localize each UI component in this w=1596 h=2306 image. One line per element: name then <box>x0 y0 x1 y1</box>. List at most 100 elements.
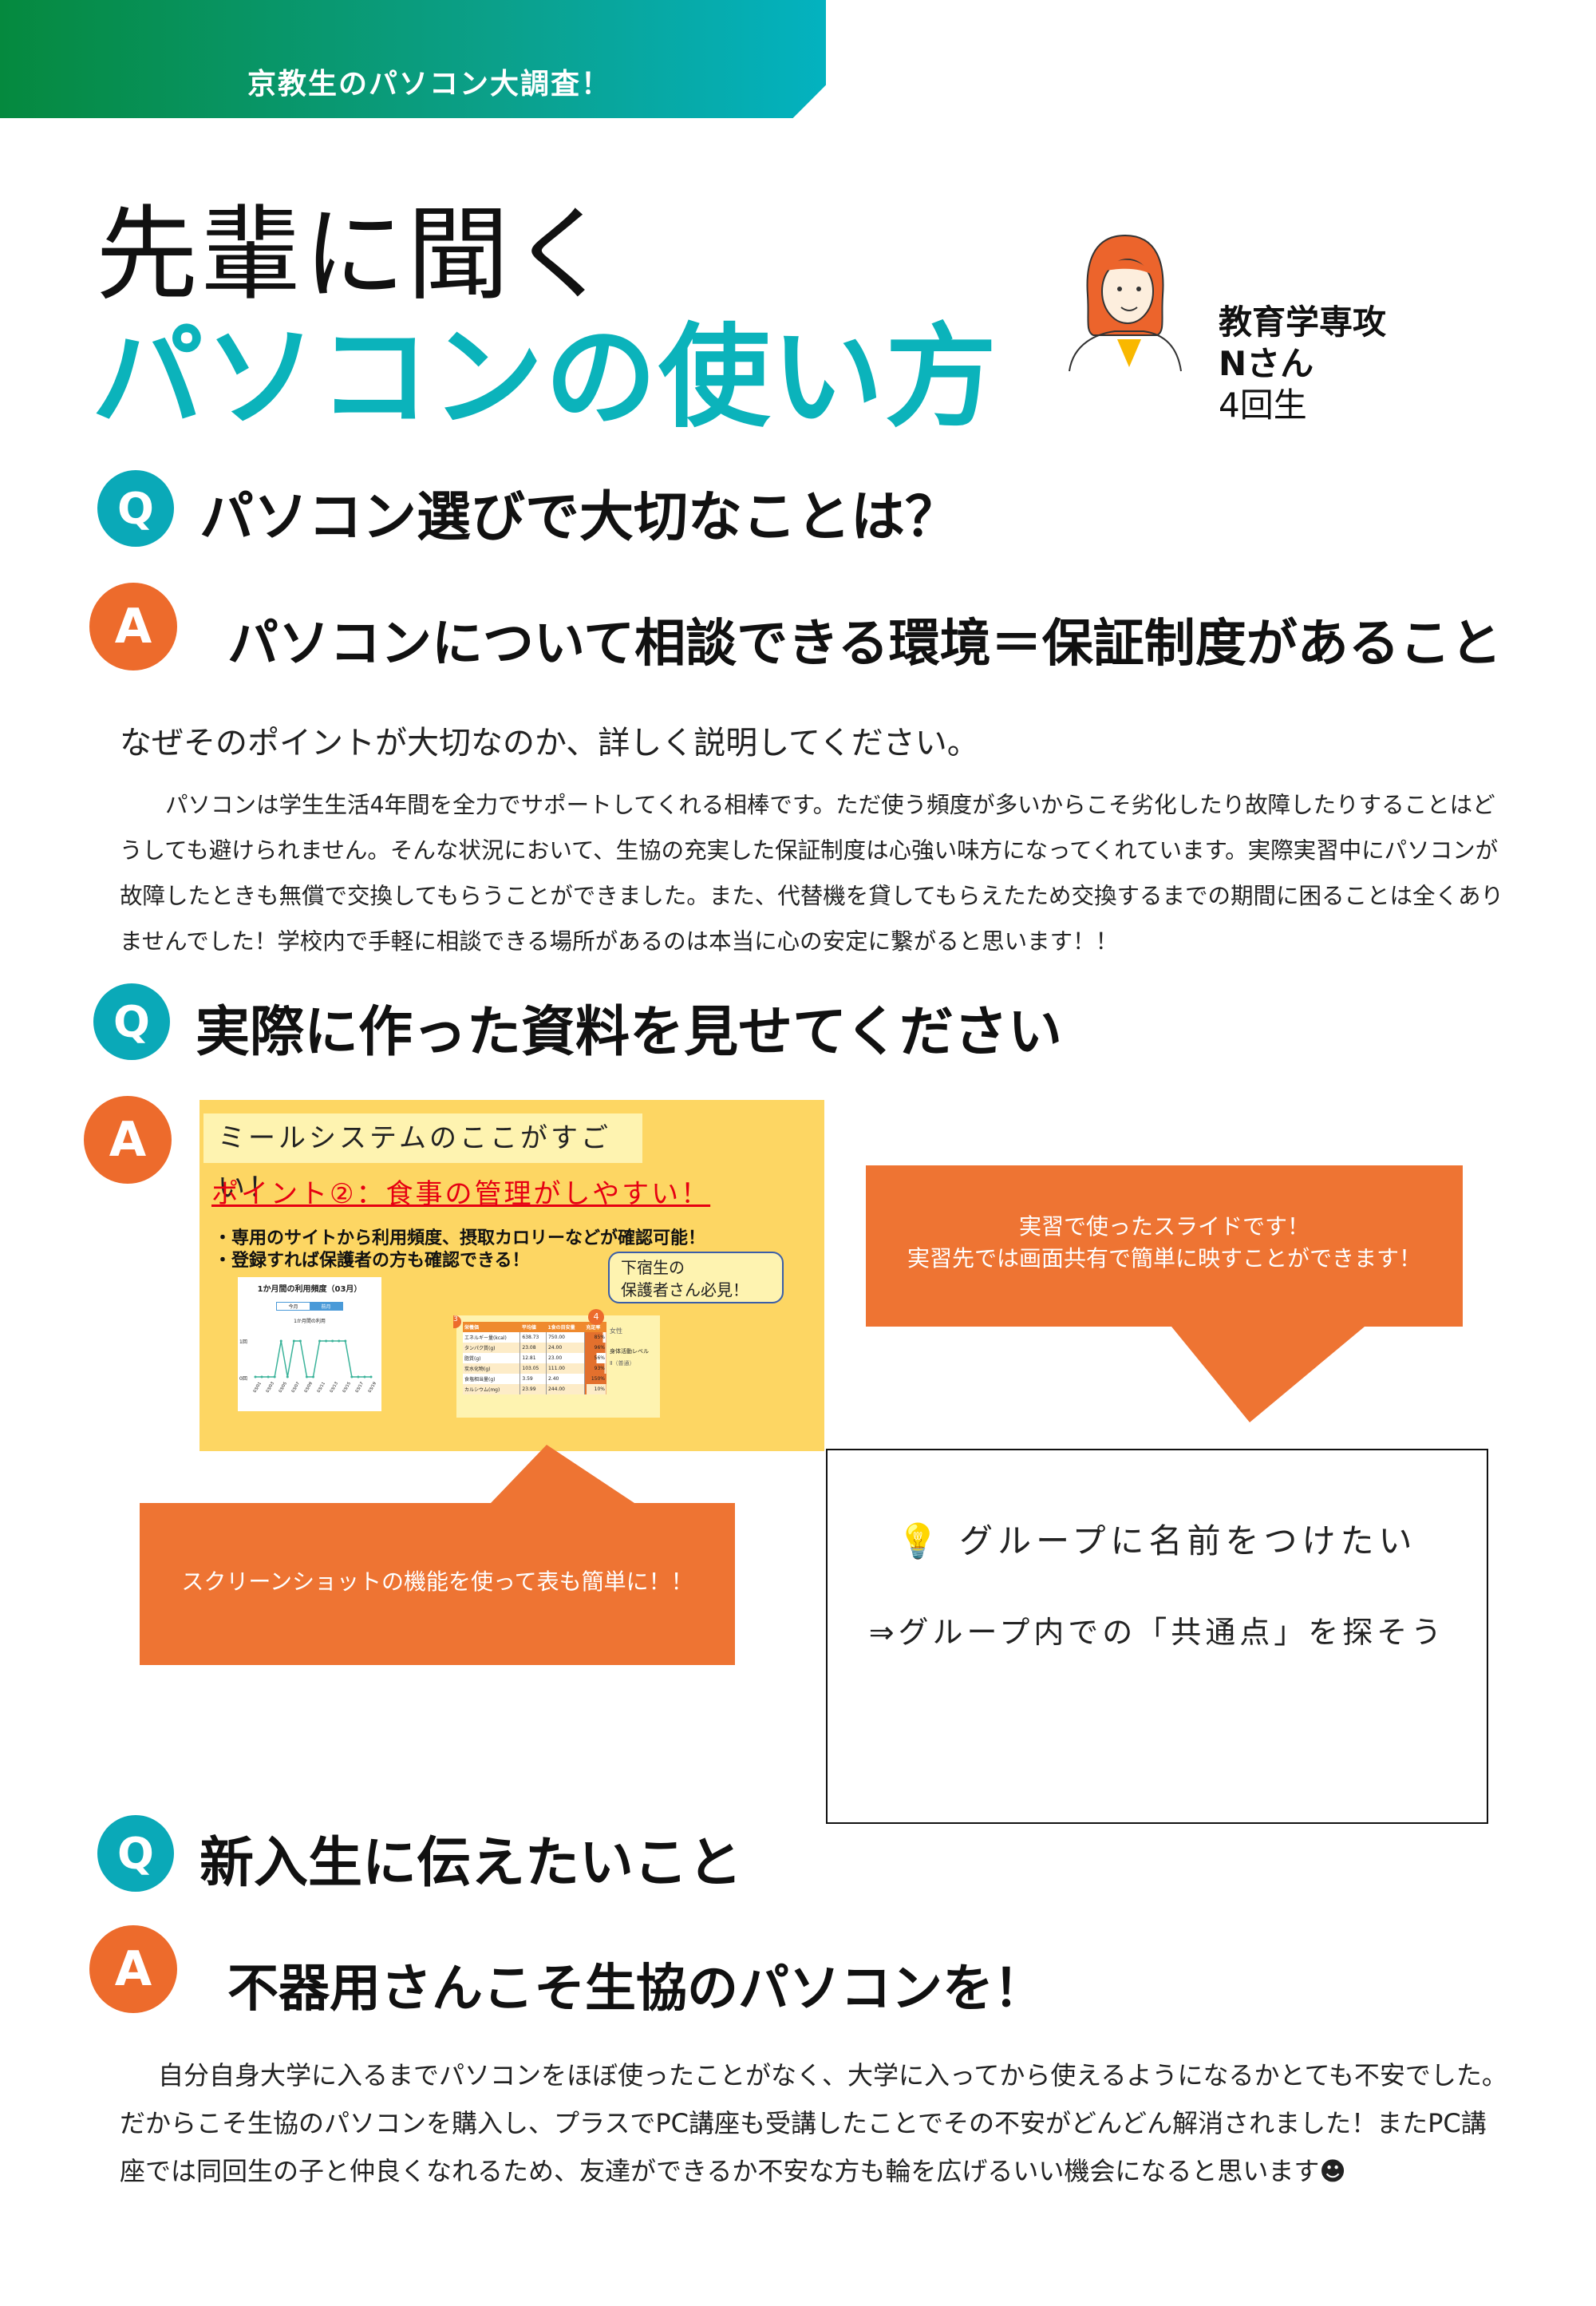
slide-bullet-2: ・登録すれば保護者の方も確認できる！ <box>214 1251 530 1271</box>
table-cell: 244.00 <box>546 1384 585 1394</box>
table-cell: 3.59 <box>519 1374 547 1384</box>
usage-point <box>338 1339 341 1343</box>
question-2: 実際に作った資料を見せてください <box>196 1001 1062 1064</box>
x-tick: 03/07 <box>291 1382 301 1394</box>
usage-point <box>325 1339 328 1343</box>
usage-point <box>363 1375 366 1378</box>
step-badge-3: 3 <box>453 1315 461 1328</box>
a-badge: A <box>89 1925 177 2013</box>
title-line1: 先輩に聞く <box>96 196 615 314</box>
table-cell: 食塩相当量(g) <box>463 1374 521 1384</box>
usage-point <box>286 1375 289 1378</box>
slide-bullet-1: ・専用のサイトから利用頻度、摂取カロリーなどが確認可能！ <box>214 1228 706 1248</box>
callout-left-shape <box>140 1445 735 1665</box>
x-tick: 03/13 <box>330 1382 339 1394</box>
lightbulb-icon: 💡 <box>897 1521 944 1560</box>
bubble-line-2: 保護者さん必見！ <box>621 1280 749 1299</box>
woman-avatar-icon <box>1069 234 1182 372</box>
profile-year: 4回生 <box>1219 386 1307 425</box>
table-cell: 12.81 <box>519 1353 547 1363</box>
table-cell: 111.00 <box>546 1363 585 1374</box>
x-tick: 03/15 <box>342 1382 352 1394</box>
table-cell: 炭水化物(g) <box>463 1363 521 1374</box>
title-line2: パソコンの使い方 <box>92 313 999 443</box>
usage-point <box>273 1375 276 1378</box>
x-tick: 03/01 <box>253 1382 263 1394</box>
callout-left: スクリーンショットの機能を使って表も簡単に！！ <box>181 1568 693 1595</box>
answer-1-body: パソコンは学生生活4年間を全力でサポートしてくれる相棒です。ただ使う頻度が多いか… <box>120 792 1503 955</box>
slide-title: ミールシステムのここがすごい！ <box>203 1113 642 1204</box>
gender-select[interactable]: 女性 <box>610 1327 622 1335</box>
usage-point <box>350 1375 354 1378</box>
header-band: 京教生のパソコン大調査！ <box>0 0 826 118</box>
usage-point <box>292 1339 295 1343</box>
callout-right: 実習で使ったスライドです！ 実習先では画面共有で簡単に映すことができます！ <box>866 1211 1463 1275</box>
table-cell: 23.99 <box>519 1384 547 1394</box>
table-cell: エネルギー量(kcal) <box>463 1332 521 1343</box>
table-cell: 56% <box>584 1353 606 1363</box>
y-tick: 1回 <box>239 1339 247 1345</box>
box-line-2: ⇒グループ内での「共通点」を探そう <box>868 1615 1446 1650</box>
table-cell: 23.08 <box>519 1343 547 1353</box>
table-cell: 脂質(g) <box>463 1353 521 1363</box>
x-tick: 03/19 <box>368 1382 377 1394</box>
answer-3: 不器用さんこそ生協のパソコンを！ <box>227 1960 1045 2019</box>
chart-legend: 1か月間の利用 <box>294 1319 326 1324</box>
tab-this-month[interactable]: 今月 <box>288 1304 298 1310</box>
step-badge-4: 4 <box>588 1309 604 1325</box>
q-badge: Q <box>97 470 174 547</box>
x-tick: 03/09 <box>304 1382 314 1394</box>
profile-name: Nさん <box>1219 344 1314 383</box>
table-cell: 24.00 <box>546 1343 585 1353</box>
x-tick: 03/17 <box>355 1382 365 1394</box>
activity-label: 身体活動レベル <box>610 1348 649 1355</box>
table-cell: 2.40 <box>546 1374 585 1384</box>
table-cell: 10% <box>584 1384 606 1394</box>
table-cell: 93% <box>584 1363 606 1374</box>
usage-point <box>254 1375 257 1378</box>
q-badge: Q <box>97 1815 174 1892</box>
slide-point: ポイント②：食事の管理がしやすい！ <box>211 1178 711 1210</box>
callout-right-line-2: 実習先では画面共有で簡単に映すことができます！ <box>907 1245 1421 1272</box>
a-badge: A <box>89 583 177 670</box>
table-cell: 638.73 <box>519 1332 547 1343</box>
bubble-line-1: 下宿生の <box>621 1258 685 1277</box>
x-tick: 03/11 <box>317 1382 326 1394</box>
speech-bubble: 下宿生の保護者さん必見！ <box>608 1252 784 1303</box>
column-header: 平均値 <box>519 1322 547 1332</box>
column-header: 栄養価 <box>463 1322 520 1332</box>
callout-right-line-1: 実習で使ったスライドです！ <box>1018 1213 1310 1240</box>
usage-line <box>255 1340 371 1378</box>
question-3: 新入生に伝えたいこと <box>200 1832 743 1895</box>
table-cell: タンパク質(g) <box>463 1343 521 1353</box>
usage-point <box>279 1339 282 1343</box>
table-cell: カルシウム(mg) <box>463 1384 521 1394</box>
column-header: 1食の目安量 <box>546 1322 585 1332</box>
x-tick: 03/05 <box>279 1382 288 1394</box>
usage-point <box>344 1339 347 1343</box>
answer-1: パソコンについて相談できる環境＝保証制度があること <box>227 615 1502 674</box>
callout-right-shape <box>866 1165 1463 1422</box>
activity-select[interactable]: Ⅱ（普通） <box>610 1360 635 1367</box>
table-cell: 150% <box>584 1374 606 1384</box>
chart-title: 1か月間の利用頻度（03月） <box>257 1285 362 1294</box>
tab-last-month[interactable]: 前月 <box>310 1303 342 1310</box>
table-cell: 23.00 <box>546 1353 585 1363</box>
box-line-1: 💡 グループに名前をつけたい <box>828 1514 1487 1563</box>
band-title: 京教生のパソコン大調査！ <box>247 68 612 101</box>
usage-point <box>298 1339 302 1343</box>
table-cell: 750.00 <box>546 1332 585 1343</box>
a-badge: A <box>84 1096 172 1184</box>
answer-3-body: 自分自身大学に入るまでパソコンをほぼ使ったことがなく、大学に入ってから使えるよう… <box>120 2060 1507 2186</box>
